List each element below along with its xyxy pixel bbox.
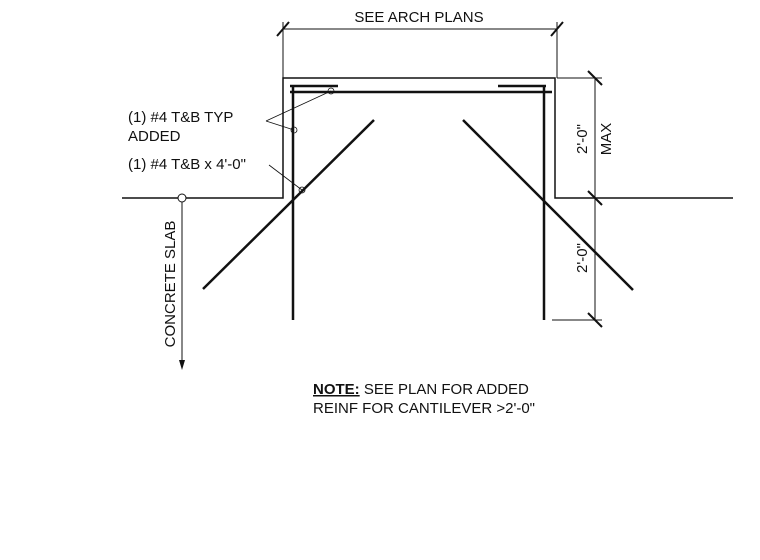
dimension-top-text: SEE ARCH PLANS (354, 9, 483, 26)
concrete-slab-label: CONCRETE SLAB (162, 221, 179, 348)
callout-leaders (265, 87, 335, 194)
note-line2: REINF FOR CANTILEVER >2'-0" (313, 400, 535, 417)
slab-leader (177, 193, 187, 362)
callout-typ-line2: ADDED (128, 128, 181, 145)
vertical-bars (291, 86, 546, 320)
note-label: NOTE: (313, 381, 360, 398)
note-line1: NOTE: SEE PLAN FOR ADDED (313, 381, 529, 398)
callout-typ-line1: (1) #4 T&B TYP (128, 109, 233, 126)
diagonal-bars (202, 119, 634, 291)
slab-arrow-head (179, 360, 185, 370)
dim-upper-text: 2'-0" (574, 124, 591, 154)
top-dimension (276, 21, 564, 78)
slab-outline (122, 77, 733, 199)
dim-lower-text: 2'-0" (574, 243, 591, 273)
callout-extra-bar: (1) #4 T&B x 4'-0" (128, 156, 246, 173)
dim-upper-max-text: MAX (598, 123, 615, 156)
note-line1-rest: SEE PLAN FOR ADDED (360, 381, 529, 398)
right-dimensions (552, 70, 603, 328)
